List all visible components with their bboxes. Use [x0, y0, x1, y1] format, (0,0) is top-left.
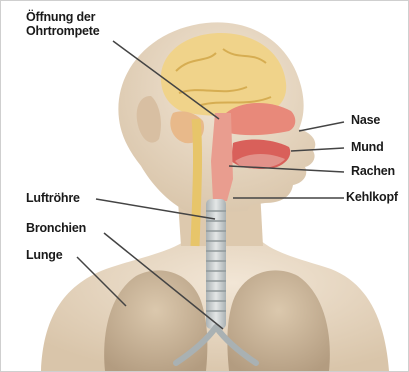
- label-lunge: Lunge: [26, 248, 63, 262]
- label-mund: Mund: [351, 140, 384, 154]
- leader-nase: [299, 122, 344, 131]
- label-oeffnung-line1: Öffnung der: [26, 10, 95, 24]
- pharynx-shape: [211, 113, 233, 201]
- label-luftroehre: Luftröhre: [26, 191, 80, 205]
- label-oeffnung-line2: Ohrtrompete: [26, 24, 100, 38]
- label-nase: Nase: [351, 113, 380, 127]
- spinal-cord: [195, 119, 198, 246]
- label-bronchien: Bronchien: [26, 221, 86, 235]
- label-rachen: Rachen: [351, 164, 395, 178]
- label-kehlkopf: Kehlkopf: [346, 190, 398, 204]
